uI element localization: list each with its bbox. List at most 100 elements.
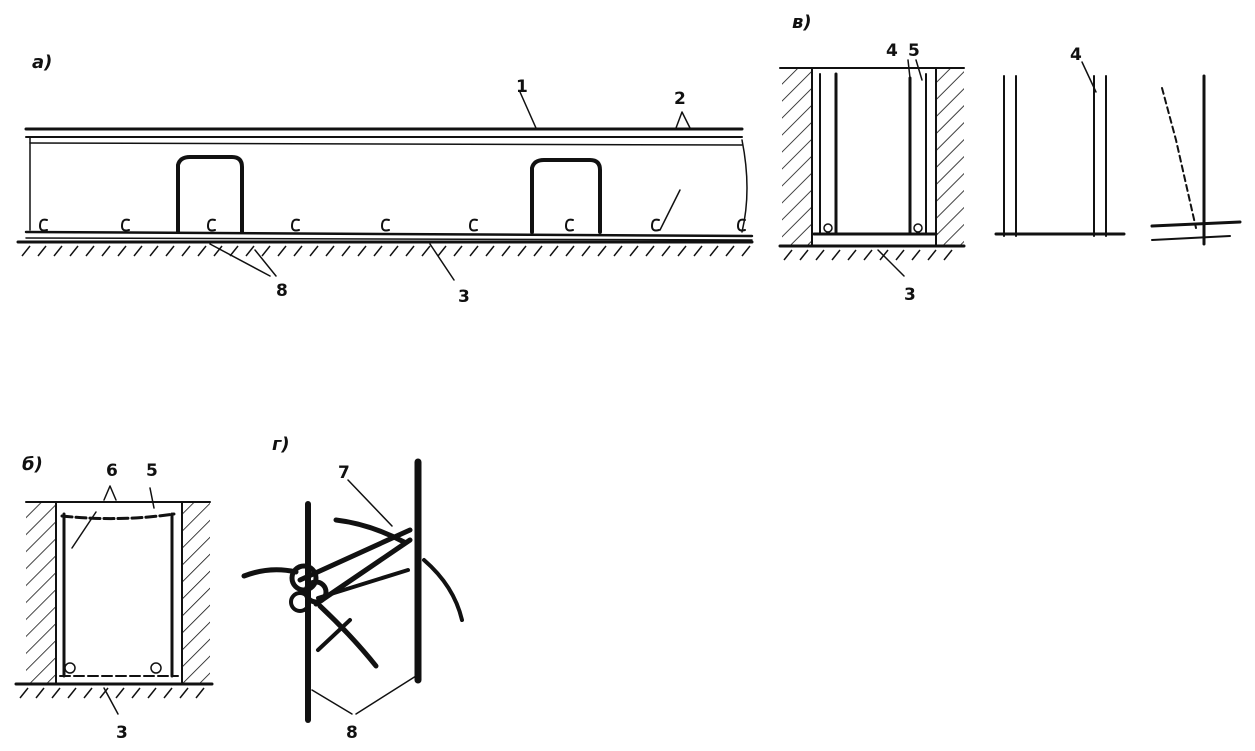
ground-hatch (741, 245, 751, 257)
ground-hatch (163, 687, 173, 699)
ground-hatch (213, 245, 223, 257)
label-8-a: 8 (276, 281, 288, 301)
ground-hatch (165, 245, 175, 257)
label-3-a: 3 (458, 287, 470, 307)
panel-g-label: г) (272, 434, 290, 455)
ground-hatch (373, 245, 383, 257)
ground-hatch (51, 687, 61, 699)
panel-v: в) 4 5 3 4 (778, 12, 1242, 305)
ground-hatch (19, 687, 29, 699)
ground-hatch (831, 249, 841, 261)
label-3-v: 3 (904, 285, 916, 305)
label-5-b: 5 (146, 461, 158, 481)
ground-hatch (35, 687, 45, 699)
label-2: 2 (674, 89, 686, 109)
ground-hatch (725, 245, 735, 257)
ground-hatch (485, 245, 495, 257)
ground-hatch (613, 245, 623, 257)
ground-hatch (197, 245, 207, 257)
panel-a-support-chairs (39, 218, 746, 232)
ground-hatch (565, 245, 575, 257)
ground-hatch (783, 249, 793, 261)
panel-a: a) 1 2 8 3 (16, 52, 754, 307)
ground-hatch (53, 245, 63, 257)
ground-hatch (309, 245, 319, 257)
ground-hatch (645, 245, 655, 257)
ground-hatch (115, 687, 125, 699)
support-chair (565, 218, 574, 232)
ground-hatch (37, 245, 47, 257)
stirrup-right (530, 158, 602, 234)
ground-hatch (693, 245, 703, 257)
panel-b-label: б) (22, 454, 43, 475)
ground-hatch (83, 687, 93, 699)
panel-g: г) 7 8 (241, 434, 464, 743)
ground-hatch (357, 245, 367, 257)
ground-hatch (597, 245, 607, 257)
ground-hatch (277, 245, 287, 257)
ground-hatch (131, 687, 141, 699)
ground-hatch (517, 245, 527, 257)
ground-hatch (147, 687, 157, 699)
support-chair (291, 218, 300, 232)
ground-hatch (85, 245, 95, 257)
panel-b: б) 6 5 3 (14, 454, 214, 743)
label-6-b: 6 (106, 461, 118, 481)
ground-hatch (293, 245, 303, 257)
label-1: 1 (516, 77, 528, 97)
ground-hatch (179, 687, 189, 699)
ground-hatch (181, 245, 191, 257)
ground-hatch (815, 249, 825, 261)
ground-hatch (21, 245, 31, 257)
support-chair (469, 218, 478, 232)
label-7: 7 (338, 463, 350, 483)
ground-hatch (389, 245, 399, 257)
ground-hatch (847, 249, 857, 261)
ground-hatch (863, 249, 873, 261)
ground-hatch (67, 687, 77, 699)
ground-hatch (101, 245, 111, 257)
ground-hatch (927, 249, 937, 261)
ground-hatch (229, 245, 239, 257)
panel-a-top-bar (24, 127, 748, 233)
ground-hatch (437, 245, 447, 257)
ground-hatch (453, 245, 463, 257)
ground-hatch (943, 249, 953, 261)
ground-hatch (533, 245, 543, 257)
panel-a-bottom-bar (24, 230, 754, 241)
ground-hatch (895, 249, 905, 261)
ground-hatch (195, 687, 205, 699)
label-3-b: 3 (116, 723, 128, 743)
ground-hatch (549, 245, 559, 257)
ground-hatch (709, 245, 719, 257)
label-4-v: 4 (886, 41, 898, 61)
support-chair (207, 218, 216, 232)
support-chair (121, 218, 130, 232)
ground-hatch (799, 249, 809, 261)
ground-hatch (581, 245, 591, 257)
ground-hatch (261, 245, 271, 257)
ground-hatch (501, 245, 511, 257)
panel-v-label: в) (792, 12, 812, 33)
label-8-g: 8 (346, 723, 358, 743)
ground-hatch (629, 245, 639, 257)
ground-hatch (677, 245, 687, 257)
ground-hatch (405, 245, 415, 257)
panel-a-ground (16, 240, 754, 257)
support-chair (39, 218, 48, 232)
ground-hatch (99, 687, 109, 699)
label-4-v-frame: 4 (1070, 45, 1082, 65)
support-chair (737, 218, 746, 232)
ground-hatch (661, 245, 671, 257)
panel-a-label: a) (32, 52, 52, 73)
ground-hatch (911, 249, 921, 261)
ground-hatch (117, 245, 127, 257)
ground-hatch (245, 245, 255, 257)
support-chair (381, 218, 390, 232)
stirrup-left (176, 155, 244, 234)
label-5-v: 5 (908, 41, 920, 61)
ground-hatch (341, 245, 351, 257)
ground-hatch (69, 245, 79, 257)
